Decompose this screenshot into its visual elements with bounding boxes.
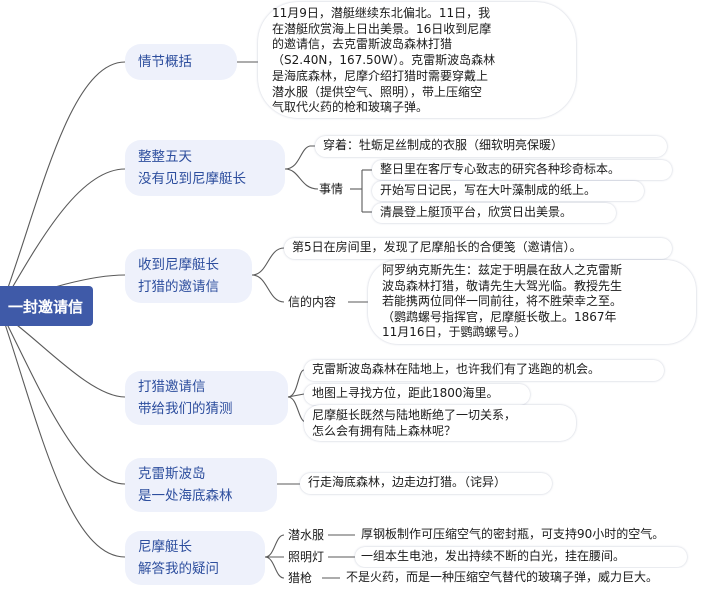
topic-line: 打猎邀请信: [138, 379, 206, 395]
guess-item: 地图上寻找方位，距此1800海里。: [304, 384, 530, 405]
topic-guesses[interactable]: 打猎邀请信 带给我们的猜测: [125, 371, 288, 425]
invitation-content-text: 阿罗纳克斯先生：兹定于明晨在敌人之克雷斯 波岛森林打猎，敬请先生大驾光临。教授先…: [368, 260, 696, 344]
topic-line: 尼摩艇长: [138, 539, 192, 555]
invitation-found-text: 第5日在房间里，发现了尼摩船长的合便笺（邀请信）。: [284, 238, 672, 259]
summary-text: 11月9日，潜艇继续东北偏北。11日，我 在潜艇欣赏海上日出美景。16日收到尼摩…: [258, 2, 576, 118]
answer-text-diving-suit: 厚钢板制作可压缩空气的密封瓶，可支持90小时的空气。: [355, 525, 721, 545]
things-label: 事情: [319, 181, 344, 197]
root-title: 一封邀请信: [7, 297, 83, 316]
thing-item: 清晨登上艇顶平台，欣赏日出美景。: [372, 203, 616, 223]
topic-line: 克雷斯波岛: [138, 466, 206, 482]
forest-text: 行走海底森林，边走边打猎。（诧异）: [300, 473, 552, 494]
guess-item: 克雷斯波岛森林在陆地上，也许我们有了逃跑的机会。: [304, 360, 664, 381]
answer-label-gun: 猎枪: [288, 570, 313, 586]
topic-line: 没有见到尼摩艇长: [138, 171, 246, 187]
topic-five-days[interactable]: 整整五天 没有见到尼摩艇长: [125, 140, 285, 196]
topic-sea-forest[interactable]: 克雷斯波岛 是一处海底森林: [125, 458, 277, 512]
content-label: 信的内容: [288, 294, 337, 310]
topic-plot-summary[interactable]: 情节概括: [125, 44, 237, 80]
thing-item: 开始写日记民，写在大叶藻制成的纸上。: [372, 181, 644, 201]
topic-line: 解答我的疑问: [138, 561, 219, 577]
answer-label-lamp: 照明灯: [288, 549, 325, 565]
answer-label-diving-suit: 潜水服: [288, 527, 325, 543]
topic-invitation[interactable]: 收到尼摩艇长 打猎的邀请信: [125, 249, 252, 303]
topic-line: 整整五天: [138, 149, 192, 165]
root-node[interactable]: 一封邀请信: [0, 286, 93, 326]
topic-line: 带给我们的猜测: [138, 401, 233, 417]
topic-line: 是一处海底森林: [138, 488, 233, 504]
topic-line: 打猎的邀请信: [138, 279, 219, 295]
topic-line: 情节概括: [138, 54, 192, 70]
topic-line: 收到尼摩艇长: [138, 257, 219, 273]
wear-text: 穿着：牡蛎足丝制成的衣服（细软明亮保暖）: [315, 136, 667, 157]
answer-text-gun: 不是火药，而是一种压缩空气替代的玻璃子弹，威力巨大。: [340, 568, 720, 588]
guess-item: 尼摩艇长既然与陆地断绝了一切关系， 怎么会有拥有陆上森林呢？: [304, 405, 576, 441]
answer-text-lamp: 一组本生电池，发出持续不断的白光，挂在腰间。: [355, 547, 687, 567]
thing-item: 整日里在客厅专心致志的研究各种珍奇标本。: [372, 160, 672, 180]
topic-answers[interactable]: 尼摩艇长 解答我的疑问: [125, 531, 265, 585]
